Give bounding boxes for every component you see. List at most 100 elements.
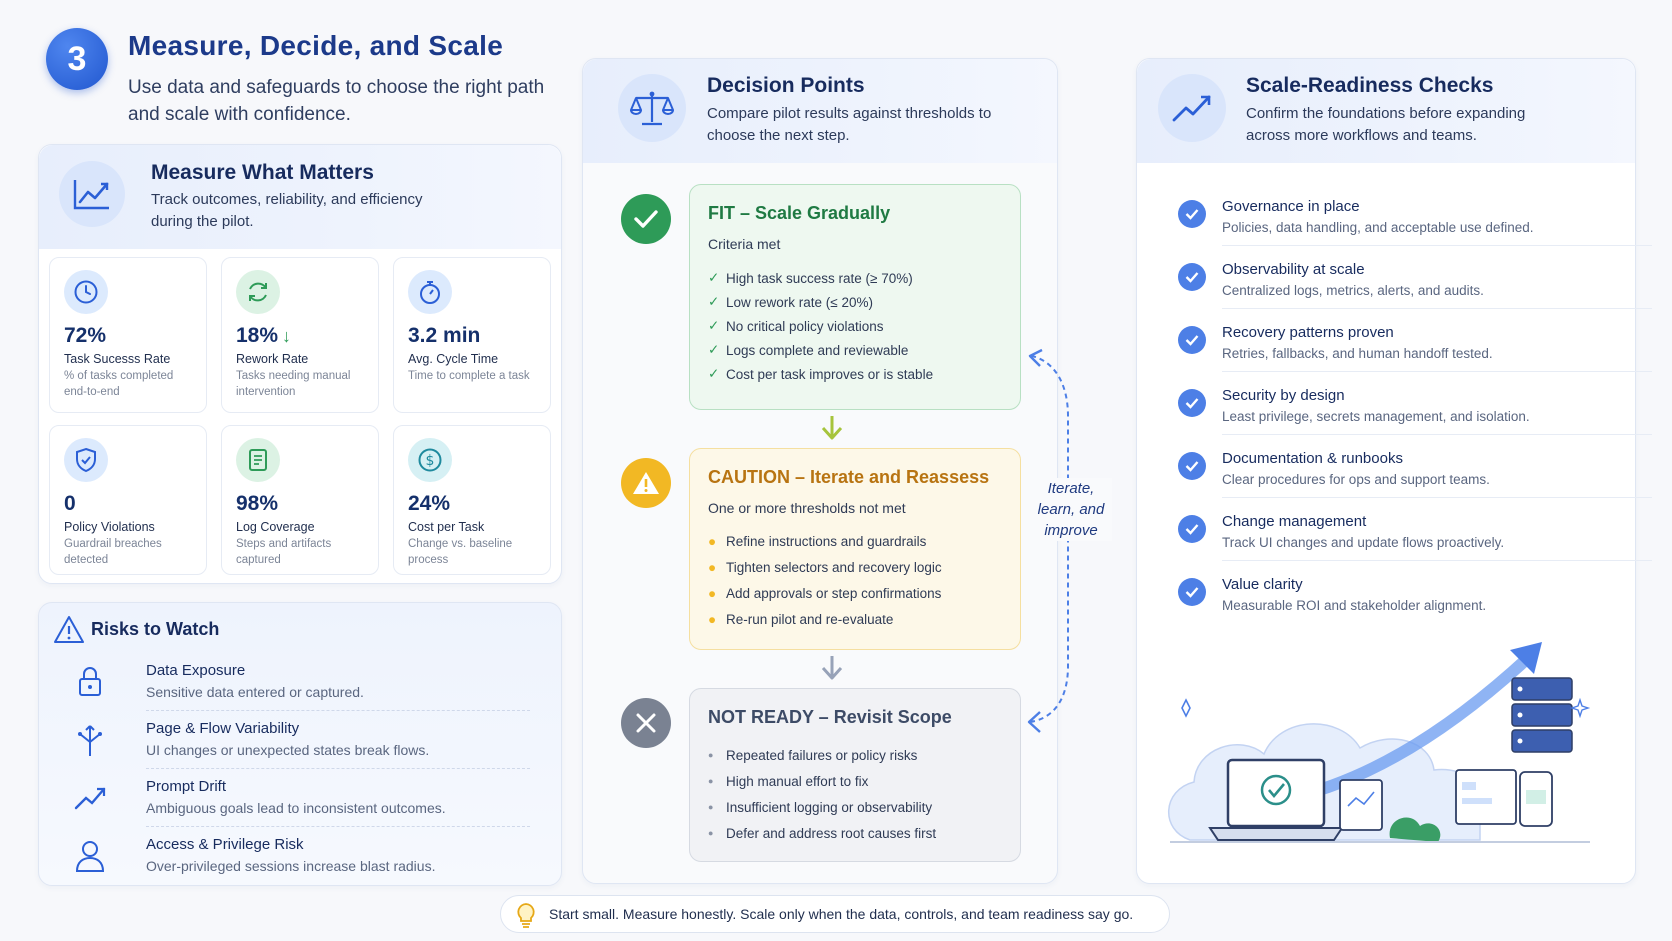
- bullet-icon: ●: [708, 585, 717, 601]
- check-circle-icon: [1178, 578, 1206, 606]
- not-ready-list: ●Repeated failures or policy risks ●High…: [708, 742, 1002, 846]
- metric-label: Log Coverage: [236, 520, 315, 534]
- readiness-item: Observability at scale Centralized logs,…: [1178, 261, 1652, 309]
- divider: [146, 710, 530, 711]
- metric-card: 98% Log Coverage Steps and artifacts cap…: [221, 425, 379, 575]
- list-item: ✓Cost per task improves or is stable: [708, 366, 934, 382]
- bullet-icon: ●: [708, 802, 714, 812]
- list-item: ✓Low rework rate (≤ 20%): [708, 294, 873, 310]
- list-item: ●Re-run pilot and re-evaluate: [708, 611, 894, 627]
- scaling-illustration: [1150, 630, 1630, 875]
- risk-title: Page & Flow Variability: [146, 720, 300, 737]
- arrow-down-icon: [817, 654, 847, 689]
- readiness-item-title: Governance in place: [1222, 198, 1360, 215]
- footer-tip: Start small. Measure honestly. Scale onl…: [500, 895, 1170, 933]
- metric-label: Avg. Cycle Time: [408, 352, 499, 366]
- readiness-item: Governance in place Policies, data handl…: [1178, 198, 1652, 246]
- readiness-subtitle: Confirm the foundations before expanding…: [1246, 105, 1526, 144]
- bullet-icon: ●: [708, 750, 714, 760]
- list-item: ●Repeated failures or policy risks: [708, 747, 918, 763]
- checkmark-icon: ✓: [708, 270, 720, 285]
- metric-label: Cost per Task: [408, 520, 485, 534]
- readiness-item-description: Least privilege, secrets management, and…: [1222, 409, 1530, 424]
- list-item: ✓Logs complete and reviewable: [708, 342, 909, 358]
- risk-description: Over-privileged sessions increase blast …: [146, 858, 436, 874]
- risks-title: Risks to Watch: [91, 619, 220, 639]
- caution-box: CAUTION – Iterate and Reassess One or mo…: [689, 448, 1021, 650]
- check-circle-icon: [1178, 389, 1206, 417]
- divider: [1222, 245, 1652, 246]
- metric-description: Change vs. baseline process: [408, 538, 513, 566]
- line-chart-icon: [59, 161, 125, 227]
- metric-value: 0: [64, 492, 76, 515]
- readiness-item-description: Centralized logs, metrics, alerts, and a…: [1222, 283, 1484, 298]
- bullet-icon: ●: [708, 533, 717, 549]
- list-item: ✓High task success rate (≥ 70%): [708, 270, 913, 286]
- readiness-item-title: Observability at scale: [1222, 261, 1365, 278]
- metric-description: Steps and artifacts captured: [236, 538, 332, 566]
- refresh-icon: [236, 270, 280, 314]
- metric-value: 3.2 min: [408, 324, 481, 347]
- readiness-item-title: Change management: [1222, 513, 1367, 530]
- metric-card: 3.2 min Avg. Cycle Time Time to complete…: [393, 257, 551, 413]
- metric-description: Tasks needing manual intervention: [236, 370, 351, 398]
- check-icon: [621, 194, 671, 244]
- scales-icon: [618, 74, 686, 142]
- readiness-title: Scale-Readiness Checks: [1246, 74, 1494, 97]
- divider: [146, 768, 530, 769]
- check-circle-icon: [1178, 452, 1206, 480]
- fit-box: FIT – Scale Gradually Criteria met ✓High…: [689, 184, 1021, 410]
- readiness-item-description: Measurable ROI and stakeholder alignment…: [1222, 598, 1487, 613]
- warning-icon: [53, 615, 85, 650]
- checkmark-icon: ✓: [708, 366, 720, 381]
- caution-title: CAUTION – Iterate and Reassess: [708, 467, 990, 487]
- list-item: ●Defer and address root causes first: [708, 825, 937, 841]
- clock-icon: [64, 270, 108, 314]
- warning-icon: [621, 458, 671, 508]
- divider: [1222, 371, 1652, 372]
- fit-status: Criteria met: [708, 236, 781, 252]
- checkmark-icon: ✓: [708, 342, 720, 357]
- metric-value: 72%: [64, 324, 107, 347]
- risk-description: UI changes or unexpected states break fl…: [146, 742, 430, 758]
- measure-subtitle: Track outcomes, reliability, and efficie…: [151, 191, 423, 230]
- readiness-item-title: Value clarity: [1222, 576, 1303, 593]
- metric-card: 0 Policy Violations Guardrail breaches d…: [49, 425, 207, 575]
- page-title: Measure, Decide, and Scale: [128, 30, 504, 61]
- metric-card: $ 24% Cost per Task Change vs. baseline …: [393, 425, 551, 575]
- decision-subtitle: Compare pilot results against thresholds…: [707, 105, 992, 144]
- check-circle-icon: [1178, 263, 1206, 291]
- list-item: ✓No critical policy violations: [708, 318, 884, 334]
- dollar-icon: $: [408, 438, 452, 482]
- readiness-item-title: Security by design: [1222, 387, 1345, 404]
- caution-action-list: ●Refine instructions and guardrails ●Tig…: [708, 528, 1002, 632]
- measure-title: Measure What Matters: [151, 161, 374, 184]
- readiness-item-description: Policies, data handling, and acceptable …: [1222, 220, 1534, 235]
- list-item: ●Add approvals or step confirmations: [708, 585, 942, 601]
- metric-label: Policy Violations: [64, 520, 155, 534]
- metric-description: % of tasks completed end-to-end: [64, 370, 174, 398]
- list-item: ●High manual effort to fix: [708, 773, 869, 789]
- page-subtitle: Use data and safeguards to choose the ri…: [128, 77, 545, 125]
- metric-value: 18%↓: [236, 324, 292, 347]
- readiness-item: Change management Track UI changes and u…: [1178, 513, 1652, 561]
- trend-icon: [72, 780, 108, 816]
- risk-title: Data Exposure: [146, 662, 246, 679]
- decision-title: Decision Points: [707, 74, 865, 97]
- readiness-item-description: Clear procedures for ops and support tea…: [1222, 472, 1490, 487]
- branch-icon: [72, 722, 108, 758]
- divider: [1222, 497, 1652, 498]
- user-icon: [72, 838, 108, 874]
- readiness-item: Recovery patterns proven Retries, fallba…: [1178, 324, 1652, 372]
- readiness-item: Value clarity Measurable ROI and stakeho…: [1178, 576, 1652, 613]
- not-ready-title: NOT READY – Revisit Scope: [708, 707, 952, 727]
- risk-title: Access & Privilege Risk: [146, 836, 304, 853]
- measure-panel: Measure What Matters Track outcomes, rel…: [38, 144, 562, 584]
- risks-panel: Risks to Watch: [38, 602, 562, 886]
- metric-value: 98%: [236, 492, 279, 515]
- metric-description: Guardrail breaches detected: [64, 538, 162, 566]
- risk-title: Prompt Drift: [146, 778, 227, 795]
- list-item: ●Insufficient logging or observability: [708, 799, 933, 815]
- readiness-item-title: Documentation & runbooks: [1222, 450, 1403, 467]
- list-item: ●Refine instructions and guardrails: [708, 533, 927, 549]
